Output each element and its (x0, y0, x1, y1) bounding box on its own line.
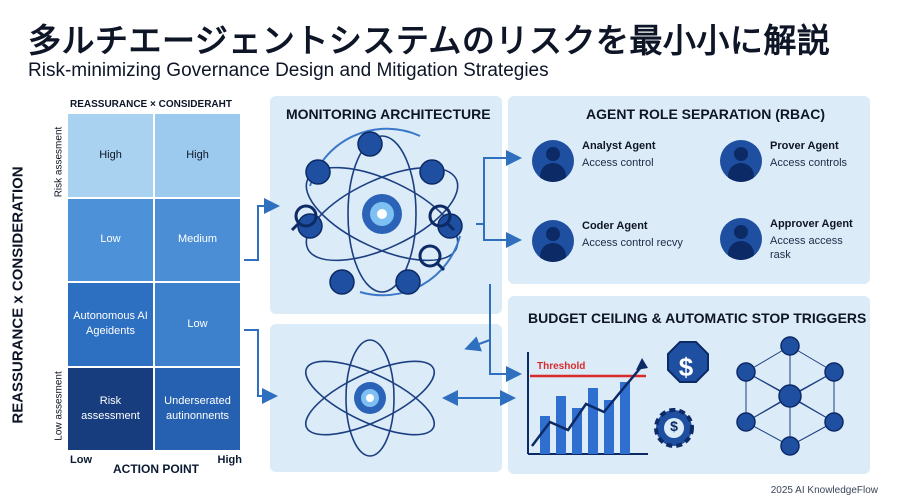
matrix-cell: Low (155, 283, 240, 366)
analyst-agent-icon (532, 140, 574, 182)
coder-agent-icon (532, 220, 574, 262)
matrix-cell: Autonomous AI Ageidents (68, 283, 153, 366)
agent-desc: Access control (582, 157, 654, 169)
prover-agent-icon (720, 140, 762, 182)
agent-name: Approver Agent (770, 218, 853, 230)
monitoring-network (290, 127, 463, 297)
monitoring-title: MONITORING ARCHITECTURE (286, 106, 491, 122)
dollar-shield-icon: $ (678, 352, 694, 382)
rbac-panel: AGENT ROLE SEPARATION (RBAC) Analyst Age… (508, 96, 870, 284)
matrix-x-axis: Low High ACTION POINT (70, 454, 242, 484)
dollar-gear-icon: $ (670, 418, 678, 434)
agent-desc: Access controls (770, 157, 848, 169)
matrix-cell: High (68, 114, 153, 197)
agent-name: Prover Agent (770, 140, 839, 152)
footer-credit: 2025 AI KnowledgeFlow (770, 485, 878, 496)
page-title: 多ルチエージェントシステムのリスクを最小小に解説 (28, 21, 831, 60)
matrix-top-label: REASSURANCE × CONSIDERAHT (70, 99, 232, 110)
rbac-title: AGENT ROLE SEPARATION (RBAC) (586, 106, 826, 122)
matrix-x-low: Low (70, 454, 92, 466)
agent-name: Analyst Agent (582, 140, 656, 152)
matrix-x-axis-label: ACTION POINT (113, 462, 199, 476)
matrix-cell: Low (68, 198, 153, 281)
matrix-cell: Risk assessment (68, 367, 153, 450)
agent-name: Coder Agent (582, 220, 648, 232)
page-subtitle: Risk-minimizing Governance Design and Mi… (28, 60, 549, 81)
matrix-cell: High (155, 114, 240, 197)
threshold-label: Threshold (537, 361, 586, 372)
budget-title: BUDGET CEILING & AUTOMATIC STOP TRIGGERS (528, 310, 867, 326)
budget-chart (527, 336, 844, 456)
agent-desc: Access access rask (770, 235, 843, 262)
matrix-x-high: High (217, 454, 242, 466)
approver-agent-icon (720, 218, 762, 260)
orbit-graphic (304, 339, 436, 457)
agent-desc: Access control recvy (582, 237, 683, 249)
matrix-cell: Medium (155, 198, 240, 281)
matrix-cell: Underserated autinonnents (155, 367, 240, 450)
